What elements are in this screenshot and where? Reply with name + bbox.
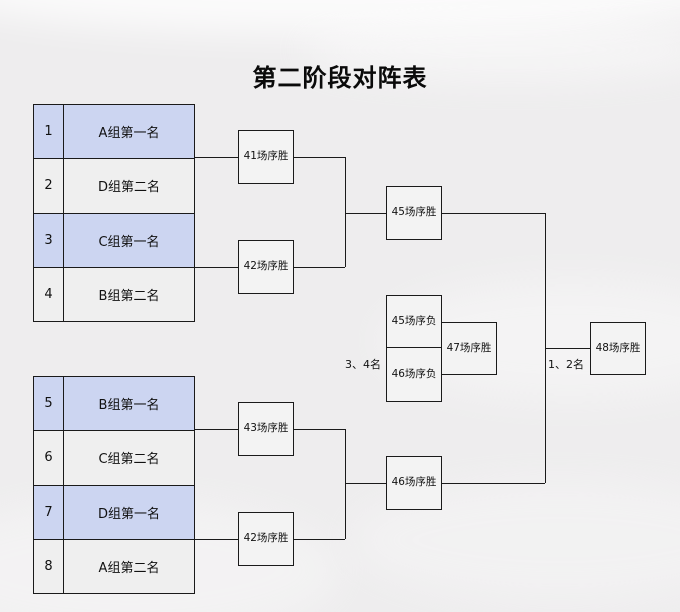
seed-name: A组第一名 — [98, 126, 160, 142]
seed-row-2: 2 D组第二名 — [34, 159, 194, 214]
match-box-46-loser: 46场序负 — [386, 347, 442, 402]
match-box-44-winner: 42场序胜 — [238, 512, 294, 566]
connector-line — [442, 483, 545, 484]
match-box-45-loser: 45场序负 — [386, 295, 442, 348]
match-box-43-winner: 43场序胜 — [238, 402, 294, 456]
seed-number: 1 — [34, 105, 64, 159]
connector-line — [345, 157, 346, 267]
match-box-41-winner: 41场序胜 — [238, 130, 294, 184]
match-box-47-winner: 47场序胜 — [441, 322, 497, 375]
seed-name: D组第一名 — [97, 506, 160, 522]
seed-name: B组第二名 — [98, 288, 160, 304]
connector-line — [294, 429, 345, 430]
seed-name: A组第二名 — [98, 560, 160, 576]
connector-line — [345, 429, 346, 539]
seed-row-8: 8 A组第二名 — [34, 539, 194, 593]
connector-line — [195, 267, 238, 268]
seed-name: C组第二名 — [98, 452, 160, 468]
seed-name: B组第一名 — [98, 398, 160, 414]
connector-line — [195, 429, 238, 430]
seed-number: 8 — [34, 539, 64, 593]
connector-line — [294, 267, 345, 268]
connector-line — [442, 213, 545, 214]
seed-name: C组第一名 — [98, 234, 160, 250]
third-fourth-place-label: 3、4名 — [345, 358, 381, 371]
connector-line — [345, 213, 386, 214]
seed-row-1: 1 A组第一名 — [34, 105, 194, 160]
seed-table-bottom: 5 B组第一名 6 C组第二名 7 D组第一名 8 A组第二名 — [33, 376, 195, 594]
seed-row-7: 7 D组第一名 — [34, 485, 194, 540]
seed-number: 6 — [34, 431, 64, 485]
seed-name: D组第二名 — [97, 180, 160, 196]
match-box-46-winner: 46场序胜 — [386, 456, 442, 510]
seed-number: 4 — [34, 267, 64, 321]
seed-row-3: 3 C组第一名 — [34, 213, 194, 268]
seed-table-top: 1 A组第一名 2 D组第二名 3 C组第一名 4 B组第二名 — [33, 104, 195, 322]
seed-row-5: 5 B组第一名 — [34, 377, 194, 432]
first-second-place-label: 1、2名 — [548, 358, 584, 371]
seed-number: 5 — [34, 377, 64, 431]
match-box-48-winner: 48场序胜 — [590, 322, 646, 375]
seed-number: 7 — [34, 485, 64, 539]
seed-row-4: 4 B组第二名 — [34, 267, 194, 321]
connector-line — [294, 539, 345, 540]
seed-number: 2 — [34, 159, 64, 213]
match-box-45-winner: 45场序胜 — [386, 186, 442, 240]
connector-line — [294, 157, 345, 158]
connector-line — [545, 348, 590, 349]
connector-line — [345, 483, 386, 484]
seed-number: 3 — [34, 213, 64, 267]
match-box-42-winner: 42场序胜 — [238, 240, 294, 294]
connector-line — [195, 539, 238, 540]
page-title: 第二阶段对阵表 — [252, 64, 428, 92]
seed-row-6: 6 C组第二名 — [34, 431, 194, 486]
connector-line — [195, 157, 238, 158]
